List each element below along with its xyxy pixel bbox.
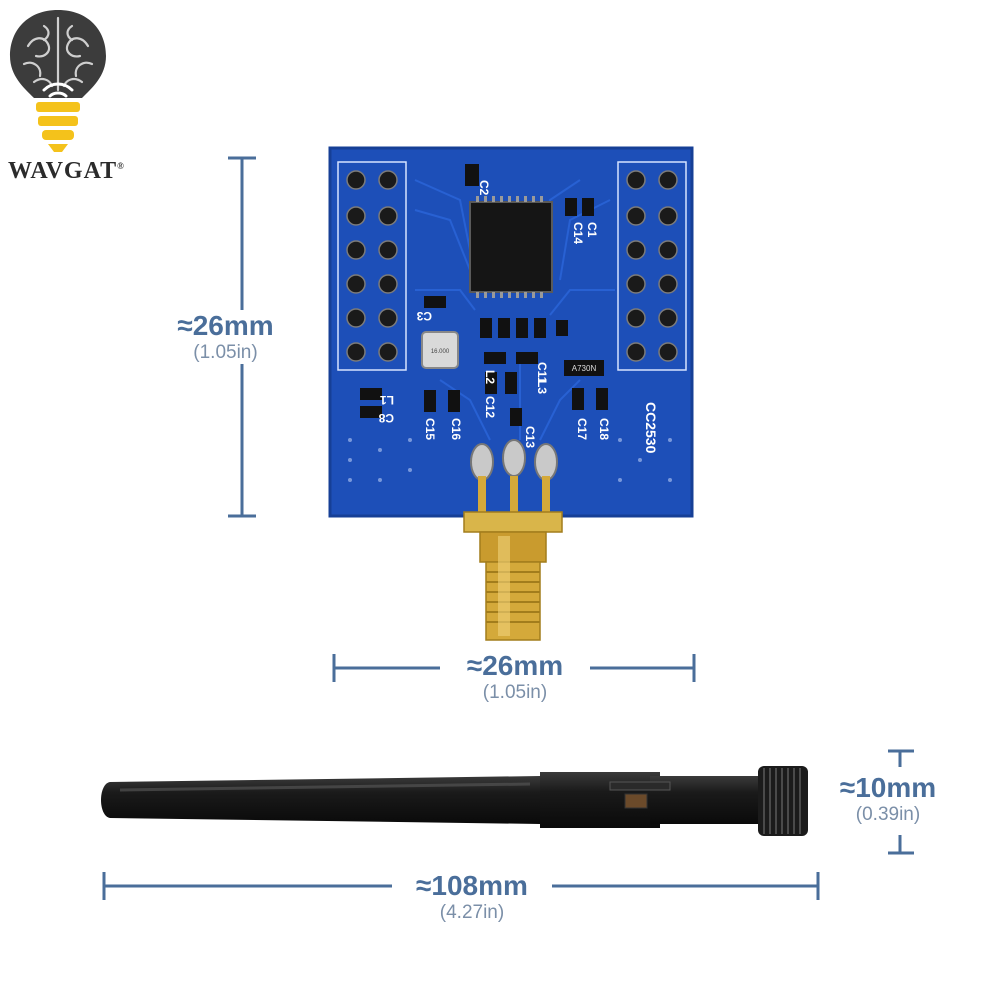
svg-text:A730N: A730N [572, 364, 597, 373]
svg-text:C8: C8 [378, 411, 394, 425]
svg-text:C11: C11 [535, 362, 549, 384]
antenna-diameter-mm: ≈10mm [839, 772, 937, 803]
crystal [421, 331, 459, 369]
svg-text:C2: C2 [477, 180, 491, 196]
svg-text:L2: L2 [483, 370, 497, 384]
pcb-width-mm: ≈26mm [466, 650, 564, 681]
pcb-height-in: (1.05in) [193, 342, 258, 363]
antenna-length-mm: ≈108mm [416, 870, 528, 901]
brand-logo: WAVGAT® [4, 6, 124, 186]
antenna-diameter-in: (0.39in) [855, 804, 921, 825]
right-pin-header [626, 170, 678, 362]
svg-text:C3: C3 [416, 309, 432, 323]
sma-solder-joints [470, 439, 558, 516]
brain-bulb-icon [10, 10, 106, 152]
diode [564, 360, 604, 376]
pcb-height-label: ≈26mm (1.05in) [158, 310, 293, 364]
svg-text:16.000: 16.000 [431, 349, 450, 355]
pcb-height-mm: ≈26mm [177, 310, 274, 341]
svg-text:C17: C17 [575, 418, 589, 440]
antenna-diameter-dimension-line [888, 749, 914, 855]
pcb-width-in: (1.05in) [482, 682, 548, 703]
chip-silkscreen-label: CC2530 [643, 402, 659, 454]
svg-text:C18: C18 [597, 418, 611, 440]
brand-name: WAVGAT® [8, 158, 125, 184]
main-chip [469, 201, 553, 293]
svg-text:C14: C14 [571, 222, 585, 244]
antenna-length-in: (4.27in) [439, 902, 505, 923]
svg-text:C15: C15 [423, 418, 437, 440]
antenna-diameter-label: ≈10mm (0.39in) [818, 772, 958, 826]
svg-text:C1: C1 [585, 222, 599, 238]
left-pin-header [346, 170, 398, 362]
antenna-length-label: ≈108mm (4.27in) [392, 870, 552, 924]
registered-mark: ® [117, 161, 125, 171]
svg-text:L1: L1 [380, 393, 394, 407]
cc2530-module: 16.000 A730N C2 C1 C14 C3 L1 C8 C15 C16 … [328, 146, 694, 641]
svg-text:C12: C12 [483, 396, 497, 418]
sma-connector [463, 511, 563, 641]
pcb-width-label: ≈26mm (1.05in) [440, 650, 590, 704]
svg-text:C16: C16 [449, 418, 463, 440]
svg-text:C13: C13 [523, 426, 537, 448]
svg-text:L3: L3 [535, 380, 549, 394]
antenna [101, 766, 808, 836]
